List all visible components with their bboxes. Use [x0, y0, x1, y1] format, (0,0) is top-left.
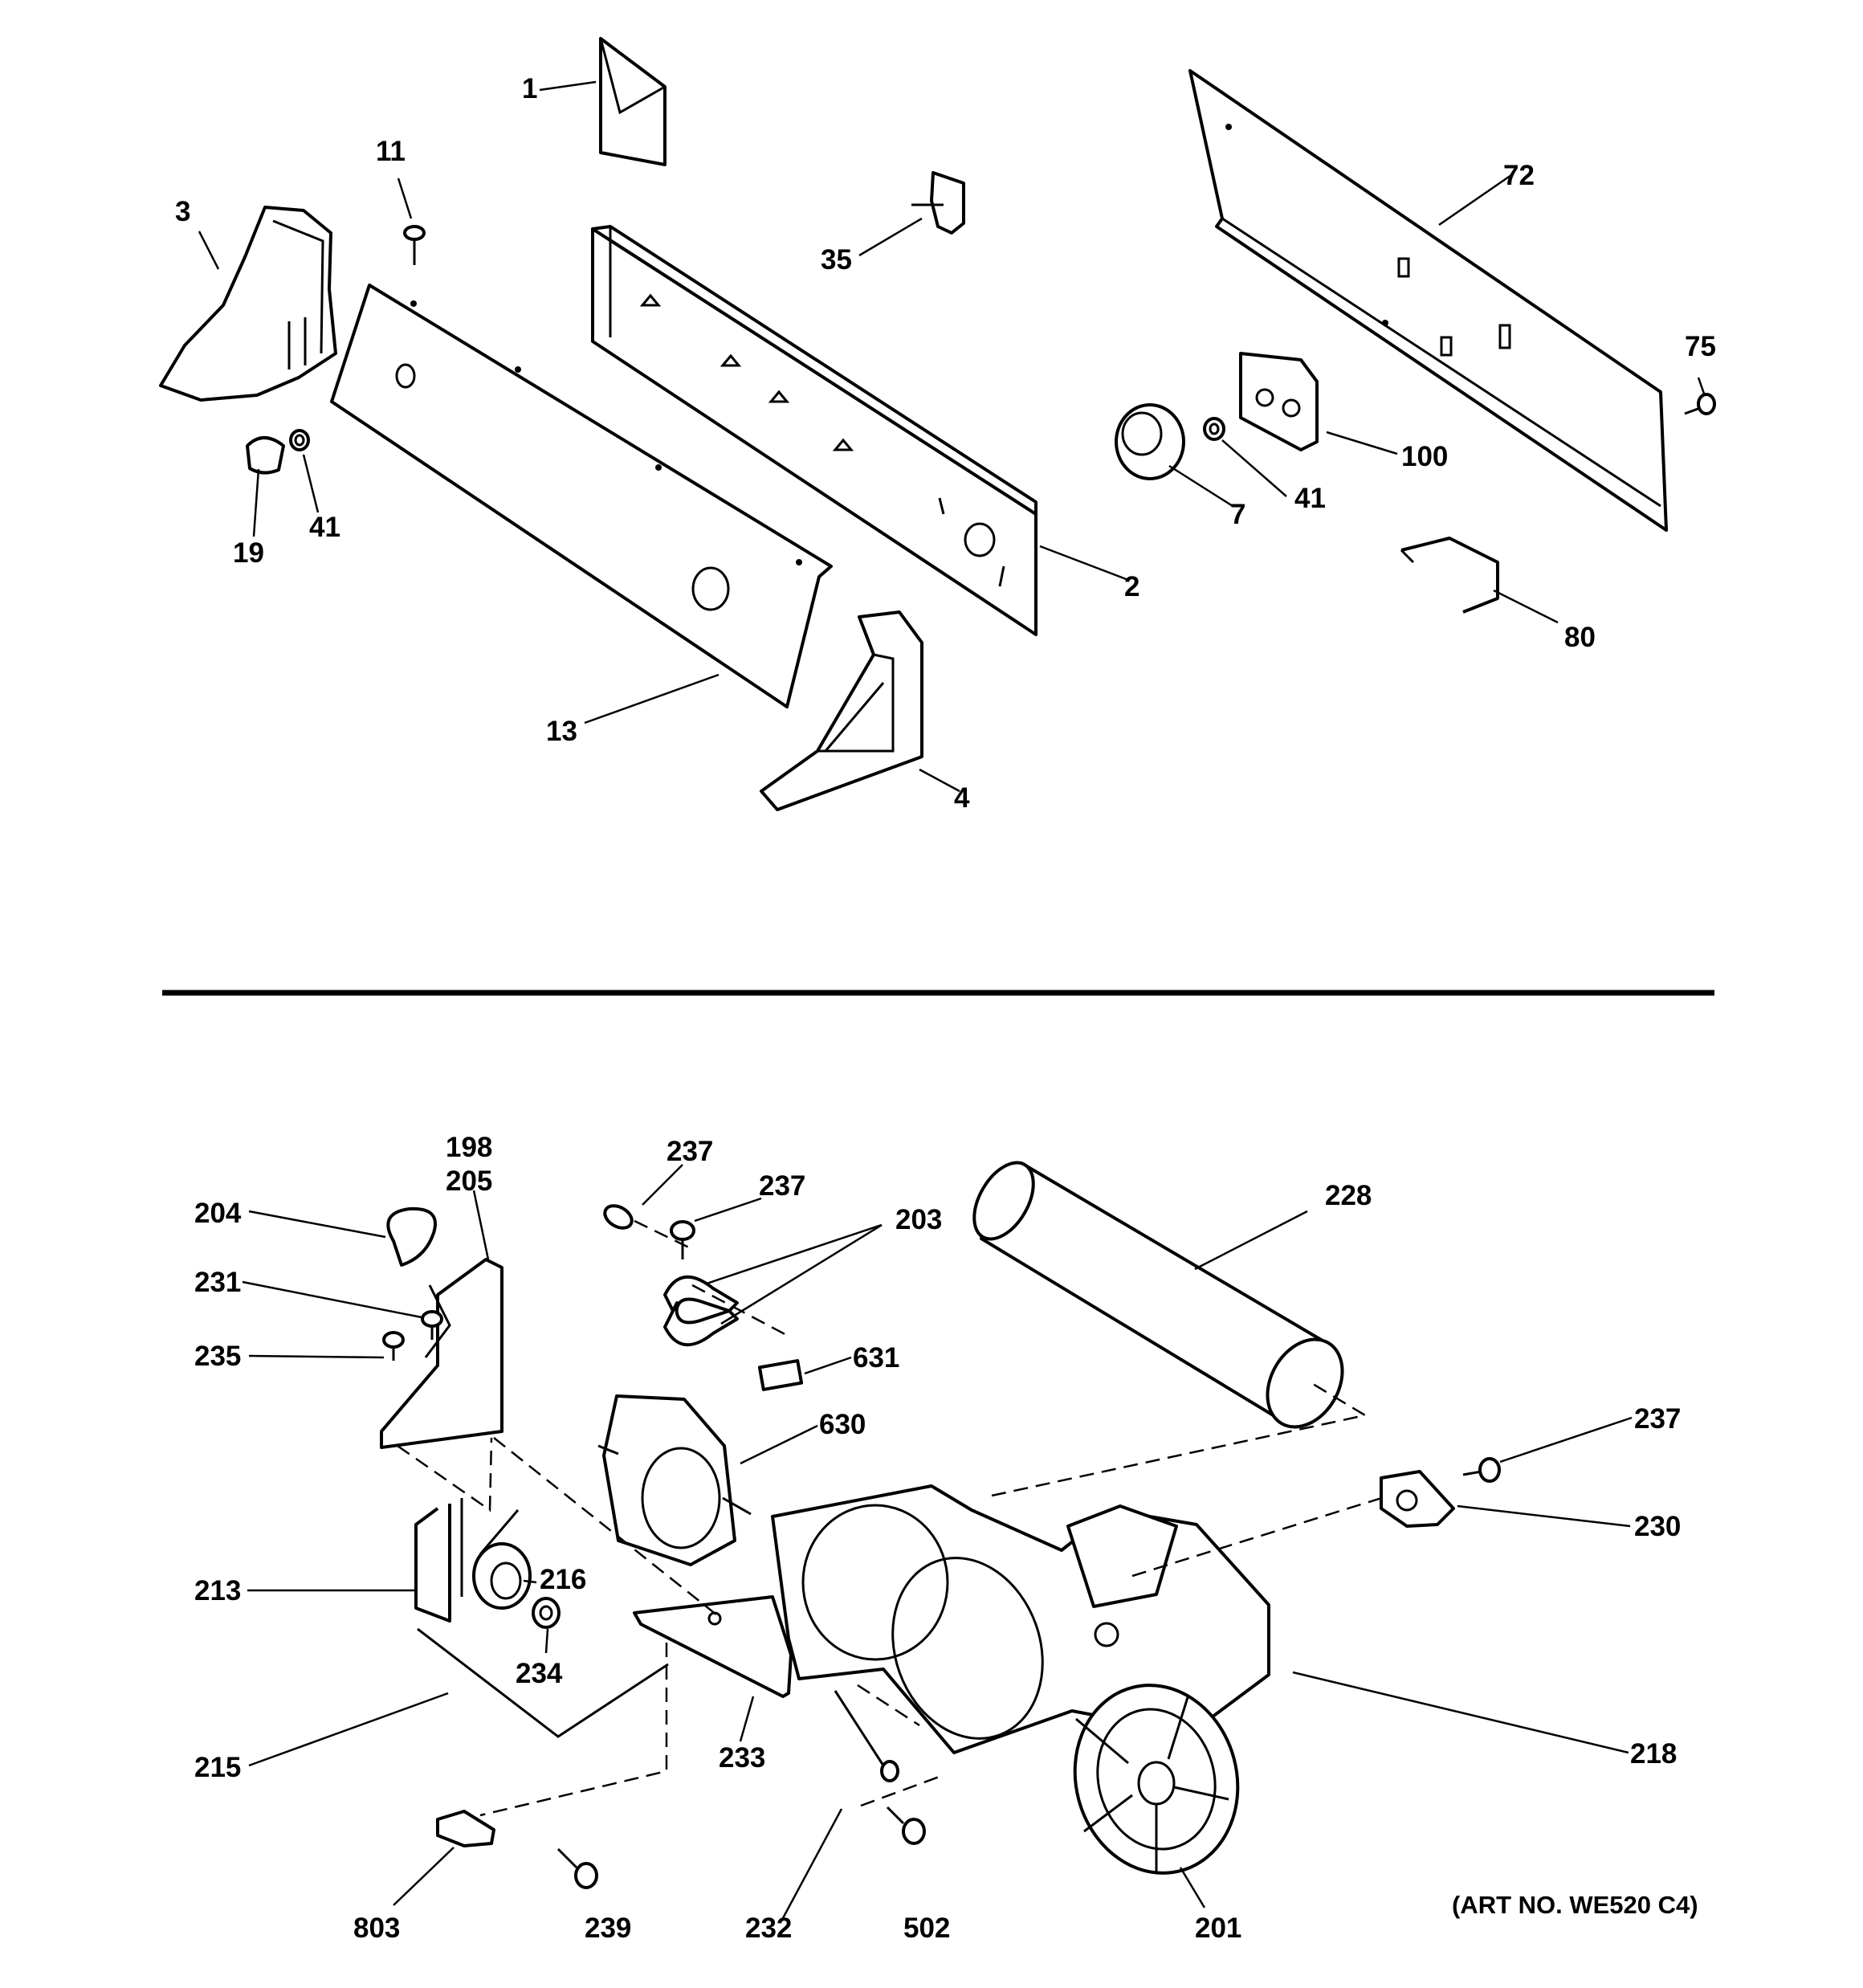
- label-630: 630: [819, 1409, 866, 1440]
- part-203-clamp-lower: [663, 1301, 739, 1347]
- label-235: 235: [194, 1341, 241, 1372]
- label-3: 3: [175, 196, 190, 227]
- part-1-instruction-sheet: [599, 37, 667, 166]
- label-198: 198: [446, 1132, 492, 1163]
- leader-lines-bottom: [242, 1164, 1633, 1919]
- label-203: 203: [895, 1204, 942, 1235]
- label-631: 631: [853, 1342, 899, 1374]
- art-number-caption: (ART NO. WE520 C4): [1452, 1891, 1698, 1919]
- part-237-screw-b: [670, 1220, 695, 1259]
- label-233: 233: [719, 1742, 765, 1774]
- part-235-screw: [382, 1331, 405, 1361]
- part-216-idler-pulley: [472, 1509, 532, 1610]
- label-237-b: 237: [759, 1170, 805, 1202]
- part-502-screw: [886, 1806, 926, 1845]
- part-19-knob: [246, 436, 285, 475]
- part-237-screw-c: [1462, 1457, 1501, 1483]
- part-72-backsplash: [1188, 69, 1668, 532]
- label-4: 4: [954, 782, 970, 814]
- part-7-knob: [1115, 403, 1185, 480]
- part-231-screw: [421, 1310, 443, 1340]
- label-230: 230: [1634, 1511, 1681, 1542]
- label-228: 228: [1325, 1180, 1372, 1211]
- label-232: 232: [745, 1912, 792, 1944]
- part-41-spacer-right: [1203, 417, 1225, 441]
- label-231: 231: [194, 1267, 241, 1298]
- label-216: 216: [540, 1564, 586, 1595]
- label-215: 215: [194, 1752, 241, 1783]
- label-35: 35: [821, 244, 852, 276]
- part-204-clamp: [386, 1206, 437, 1267]
- part-631-connector: [757, 1359, 804, 1391]
- part-35-clip: [911, 171, 965, 235]
- label-7: 7: [1230, 499, 1245, 530]
- part-13-control-panel: [330, 284, 833, 708]
- label-75: 75: [1685, 331, 1716, 362]
- label-11: 11: [376, 136, 406, 167]
- part-labels-bottom: 198 205 204 231 235 237 237 203 228 631 …: [194, 1132, 1698, 1944]
- part-230-thermostat: [1380, 1470, 1455, 1528]
- label-239: 239: [585, 1912, 631, 1944]
- label-803: 803: [353, 1912, 400, 1944]
- part-213-idler-arm: [414, 1498, 463, 1623]
- label-234: 234: [516, 1658, 563, 1689]
- label-2: 2: [1124, 571, 1139, 602]
- leader-lines-top: [198, 80, 1706, 793]
- label-1: 1: [522, 73, 537, 104]
- label-205: 205: [446, 1165, 492, 1197]
- label-13: 13: [546, 716, 577, 747]
- label-237-a: 237: [667, 1136, 713, 1167]
- part-80-harness: [1400, 537, 1499, 614]
- part-100-switch: [1239, 352, 1319, 451]
- part-630-motor: [597, 1394, 752, 1566]
- label-502: 502: [903, 1912, 950, 1944]
- part-11-screw: [403, 225, 426, 265]
- part-labels-top: 1 11 3 19 41 13 4 2 35 72 75 100 41 7 80: [175, 73, 1716, 814]
- part-239-screw: [556, 1847, 598, 1889]
- label-204: 204: [194, 1198, 242, 1229]
- label-41-right: 41: [1294, 483, 1326, 514]
- part-41-spacer-left: [289, 429, 310, 451]
- part-803-switch: [436, 1810, 495, 1847]
- label-100: 100: [1401, 441, 1448, 472]
- label-80: 80: [1564, 622, 1596, 653]
- part-75-screw: [1684, 393, 1716, 415]
- part-3-left-endcap: [159, 206, 337, 402]
- label-218: 218: [1630, 1738, 1677, 1770]
- part-2-control-bracket: [591, 225, 1037, 636]
- label-41-left: 41: [309, 512, 340, 543]
- part-4-right-endcap: [760, 610, 923, 811]
- part-228-duct: [972, 1161, 1344, 1429]
- label-201: 201: [1195, 1912, 1241, 1944]
- label-213: 213: [194, 1575, 241, 1606]
- part-205-motor-bracket: [380, 1258, 503, 1449]
- part-232-shaft: [834, 1690, 899, 1782]
- part-237-screw-a: [603, 1204, 634, 1230]
- label-72: 72: [1503, 160, 1535, 191]
- part-201-blower-wheel: [1073, 1684, 1240, 1875]
- label-237-c: 237: [1634, 1403, 1681, 1435]
- part-234-bearing: [532, 1597, 561, 1629]
- label-19: 19: [233, 537, 264, 569]
- part-215-spring: [417, 1627, 669, 1738]
